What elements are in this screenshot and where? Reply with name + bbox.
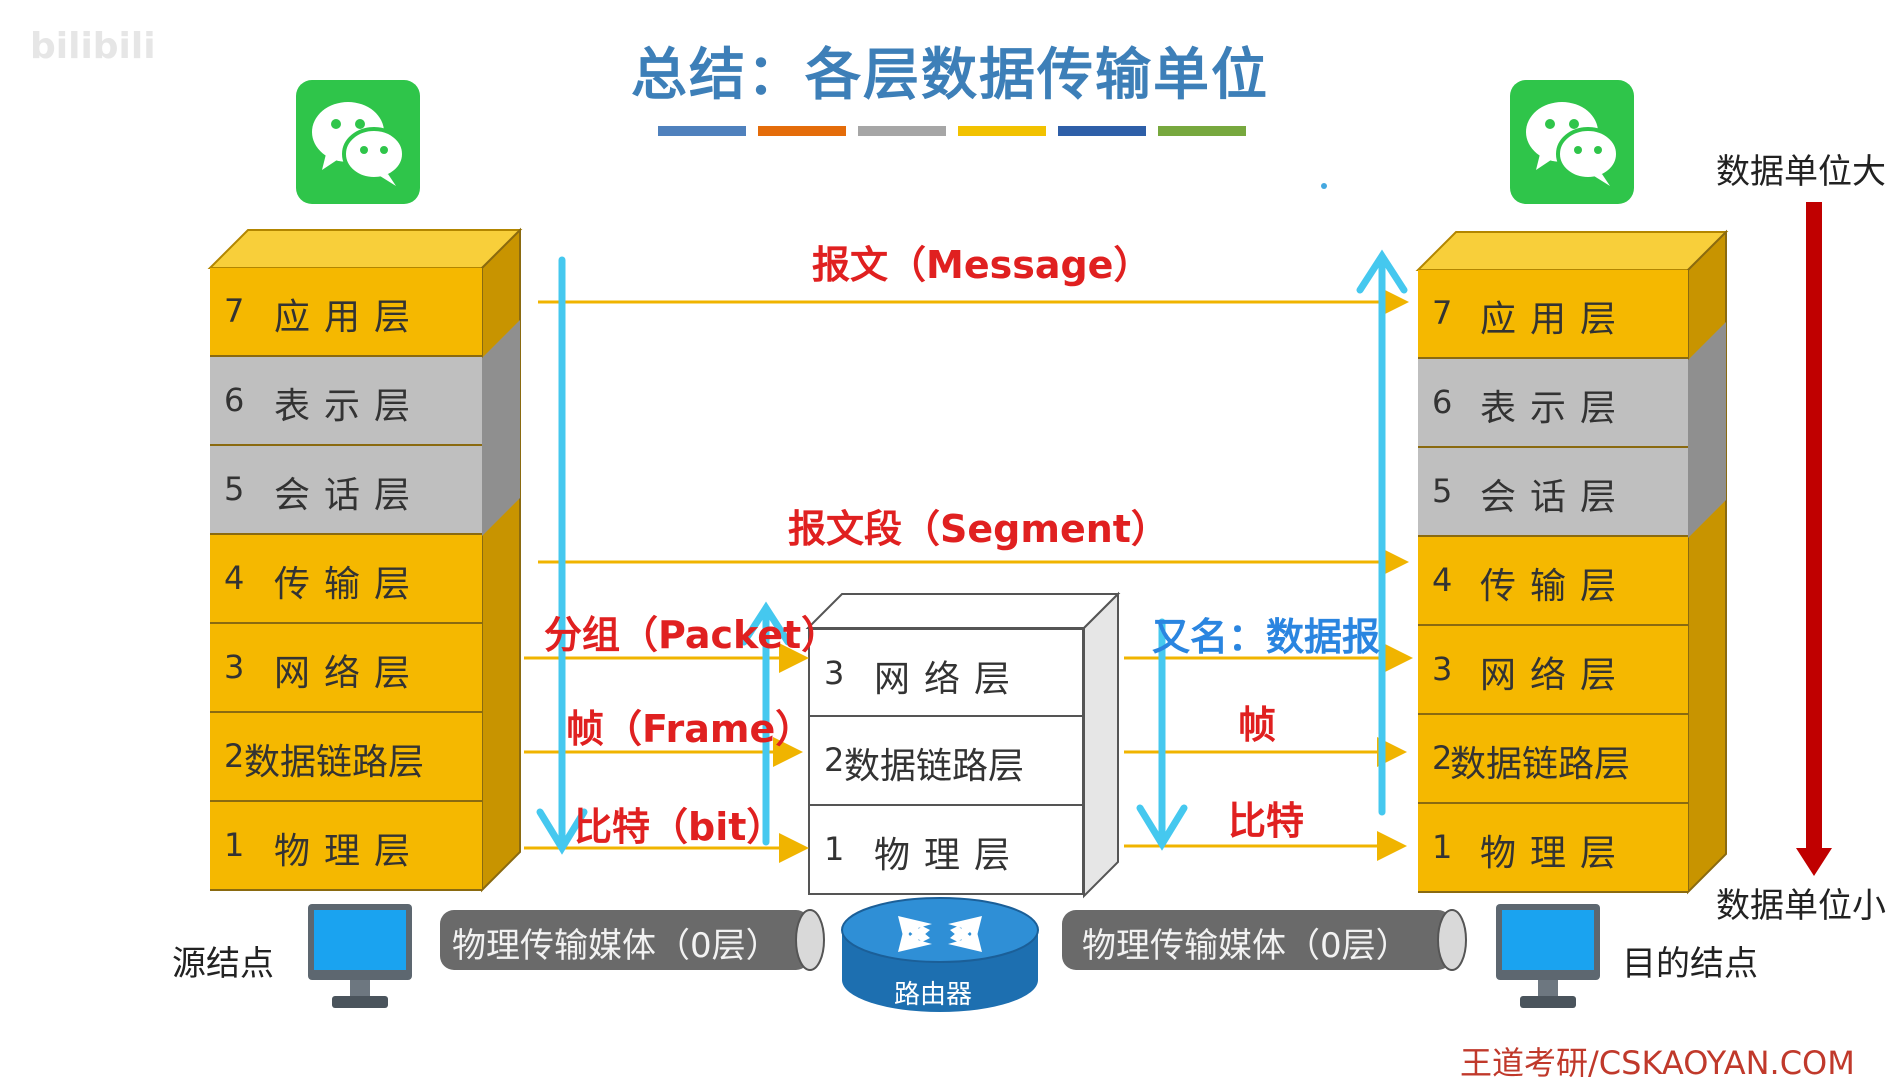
pdu-label-message: 报文（Message） — [812, 243, 1152, 287]
router-layer-name: 数据链路层 — [843, 746, 1024, 787]
right-medium-label: 物理传输媒体（0层） — [1082, 926, 1410, 966]
router-layer-name: 物理层 — [873, 835, 1024, 876]
title-underline-segment — [958, 126, 1046, 136]
source-layer-number: 5 — [224, 470, 245, 508]
destination-layer-number: 4 — [1432, 561, 1453, 599]
destination-layer-number: 7 — [1432, 294, 1453, 332]
source-computer-icon — [308, 904, 412, 1008]
source-layer-1: 1 物理层 — [210, 802, 482, 891]
destination-layer-name: 网络层 — [1479, 655, 1630, 696]
destination-layer-name: 传输层 — [1479, 566, 1630, 607]
destination-layer-number: 3 — [1432, 650, 1453, 688]
router-layer-number: 2 — [824, 741, 845, 779]
decapsulation-up-arrow — [1356, 249, 1408, 816]
data-size-arrow-head — [1796, 848, 1832, 876]
source-layer-name: 数据链路层 — [243, 742, 424, 783]
source-node-label: 源结点 — [172, 944, 274, 984]
router-layer-name: 网络层 — [873, 659, 1024, 700]
destination-layer-number: 1 — [1432, 828, 1453, 866]
pdu-label-segment: 报文段（Segment） — [788, 507, 1169, 551]
router-down-arrow — [1136, 618, 1188, 851]
pdu-label-bit: 比特（bit） — [574, 805, 785, 849]
left-stack-side-gray — [482, 320, 520, 536]
router-layer-number: 3 — [824, 654, 845, 692]
router-stack-side-face — [1083, 591, 1119, 899]
destination-node-label: 目的结点 — [1622, 944, 1758, 984]
footer-credit: 王道考研/CSKAOYAN.COM — [1460, 1044, 1855, 1082]
destination-layer-name: 数据链路层 — [1449, 744, 1630, 785]
destination-layer-number: 2 — [1432, 739, 1453, 777]
router-layer-number: 1 — [824, 830, 845, 868]
source-layer-number: 1 — [224, 826, 245, 864]
data-size-big-label: 数据单位大 — [1716, 152, 1886, 192]
title-underline-segment — [658, 126, 746, 136]
source-layer-4: 4 传输层 — [210, 535, 482, 624]
source-layer-number: 6 — [224, 381, 245, 419]
destination-layer-number: 5 — [1432, 472, 1453, 510]
source-layer-name: 传输层 — [273, 564, 424, 605]
source-layer-7: 7 应用层 — [210, 268, 482, 357]
source-layer-3: 3 网络层 — [210, 624, 482, 713]
title-underline-segment — [858, 126, 946, 136]
source-layer-name: 网络层 — [273, 653, 424, 694]
source-layer-number: 4 — [224, 559, 245, 597]
destination-layer-name: 表示层 — [1479, 388, 1630, 429]
destination-layer-name: 应用层 — [1479, 299, 1630, 340]
router-layer-3: 3 网络层 — [808, 628, 1084, 717]
pdu-label-packet: 分组（Packet） — [544, 613, 840, 657]
destination-layer-7: 7 应用层 — [1418, 270, 1688, 359]
source-layer-name: 会话层 — [273, 475, 424, 516]
source-layer-number: 2 — [224, 737, 245, 775]
pdu-label-frame: 帧（Frame） — [566, 707, 814, 751]
router-icon — [841, 897, 1039, 1012]
title-underline-segment — [1058, 126, 1146, 136]
destination-computer-icon — [1496, 904, 1600, 1008]
page-title: 总结：各层数据传输单位 — [631, 43, 1269, 108]
encapsulation-down-arrow — [536, 256, 588, 855]
destination-layer-name: 会话层 — [1479, 477, 1630, 518]
left-medium-label: 物理传输媒体（0层） — [452, 926, 780, 966]
source-layer-name: 物理层 — [273, 831, 424, 872]
watermark: bilibili — [30, 26, 156, 67]
source-layer-number: 3 — [224, 648, 245, 686]
pdu-label-alias: 又名：数据报 — [1152, 615, 1381, 659]
router-layer-1: 1 物理层 — [808, 806, 1084, 895]
data-size-small-label: 数据单位小 — [1716, 886, 1886, 926]
source-layer-number: 7 — [224, 292, 245, 330]
left-medium-tube — [440, 909, 825, 971]
right-medium-tube — [1062, 909, 1467, 971]
wechat-icon-left — [296, 80, 420, 204]
wechat-icon-right — [1510, 80, 1634, 204]
right-stack-side-gray — [1688, 322, 1726, 538]
source-layer-5: 5 会话层 — [210, 446, 482, 535]
destination-layer-6: 6 表示层 — [1418, 359, 1688, 448]
pdu-label-frame-right: 帧 — [1238, 703, 1277, 747]
pdu-label-bit-right: 比特 — [1228, 799, 1305, 843]
router-label: 路由器 — [894, 980, 973, 1010]
router-up-arrow — [740, 601, 792, 846]
destination-layer-1: 1 物理层 — [1418, 804, 1688, 893]
title-underline-segment — [758, 126, 846, 136]
destination-layer-3: 3 网络层 — [1418, 626, 1688, 715]
destination-layer-name: 物理层 — [1479, 833, 1630, 874]
destination-layer-5: 5 会话层 — [1418, 448, 1688, 537]
destination-layer-number: 6 — [1432, 383, 1453, 421]
destination-layer-4: 4 传输层 — [1418, 537, 1688, 626]
source-layer-6: 6 表示层 — [210, 357, 482, 446]
source-layer-name: 表示层 — [273, 386, 424, 427]
source-layer-name: 应用层 — [273, 297, 424, 338]
title-underline-segment — [1158, 126, 1246, 136]
